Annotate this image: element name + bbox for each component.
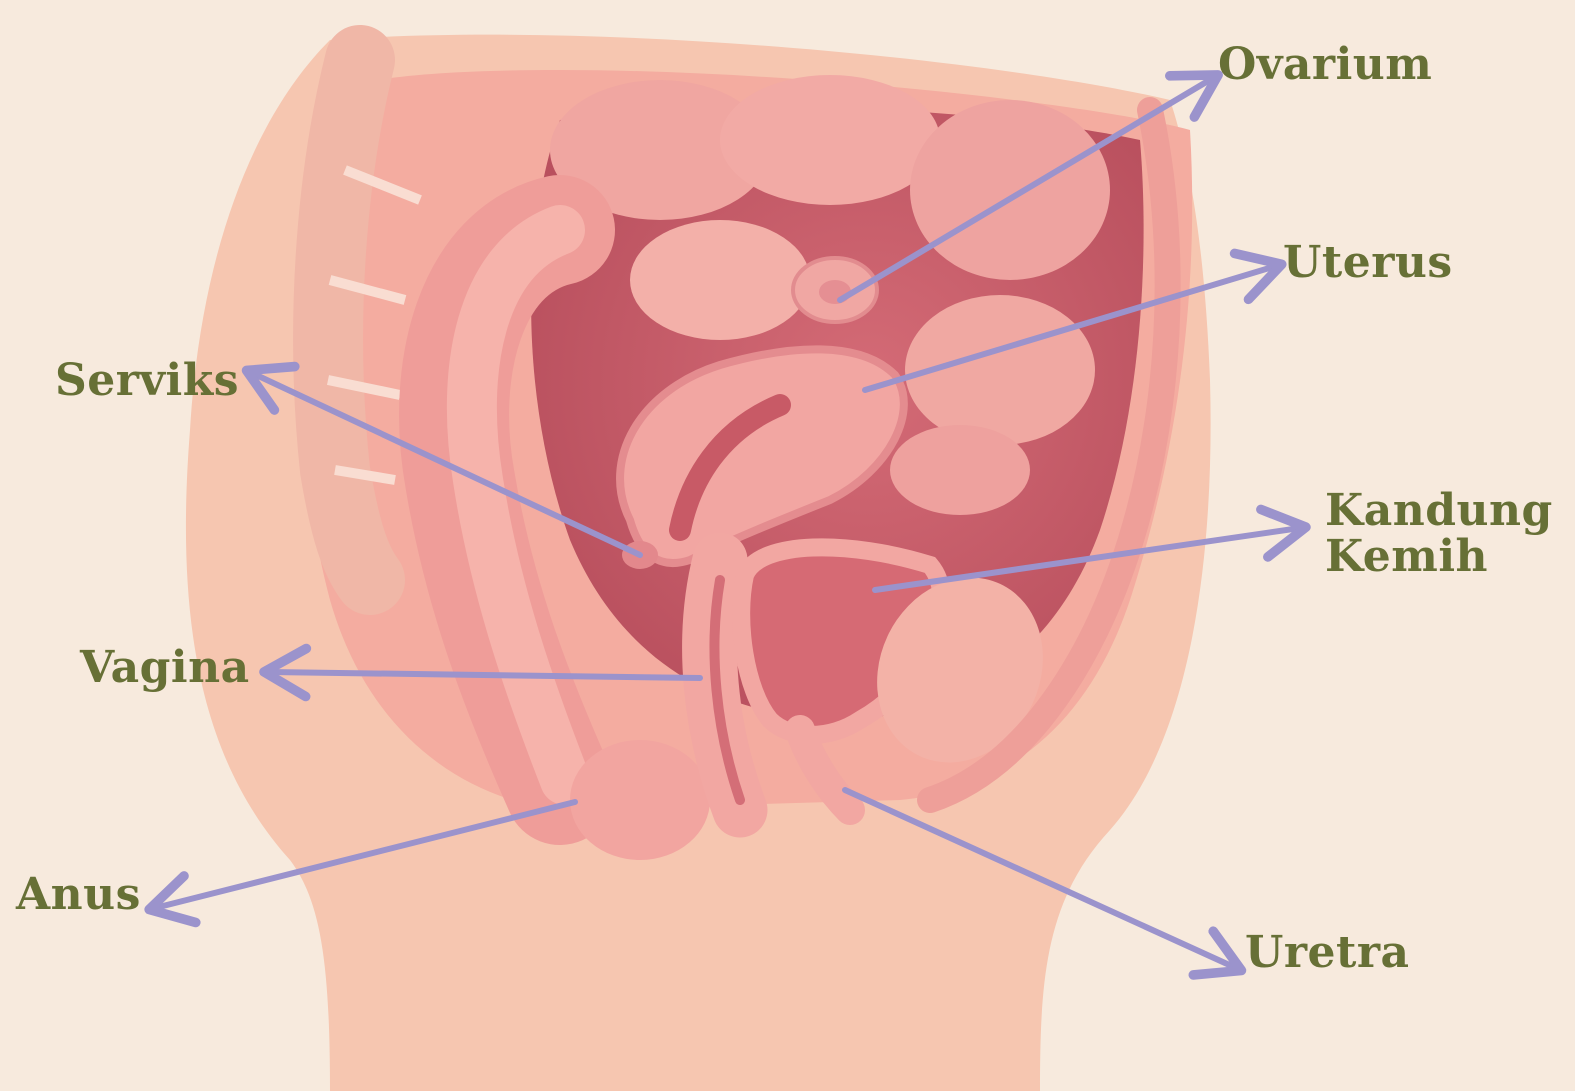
label-kandung-kemih-line2: Kemih [1325,534,1553,580]
label-kandung-kemih-line1: Kandung [1325,488,1553,534]
label-anus: Anus [16,872,141,918]
label-uretra: Uretra [1245,930,1410,976]
label-ovarium: Ovarium [1218,42,1432,88]
label-vagina: Vagina [80,645,250,691]
label-serviks: Serviks [55,358,239,404]
label-kandung-kemih: Kandung Kemih [1325,488,1553,580]
ovary [793,258,877,322]
label-uterus: Uterus [1283,240,1453,286]
